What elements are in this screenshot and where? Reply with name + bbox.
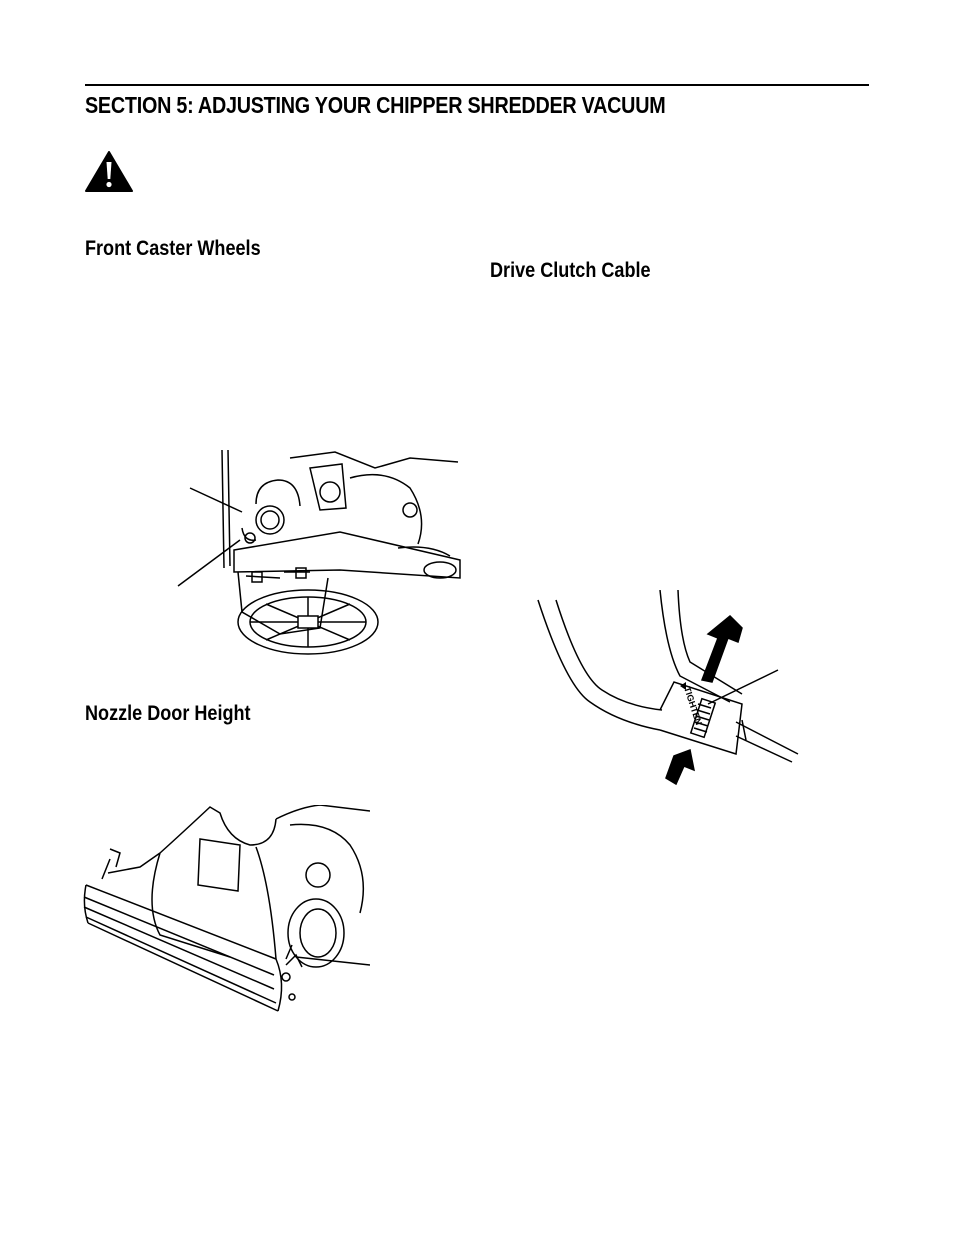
top-rule [85, 84, 869, 86]
clutch-cable-illustration: TIGHTEN [537, 590, 799, 786]
tighten-label: TIGHTEN [682, 686, 704, 727]
heading-drive-clutch-cable: Drive Clutch Cable [490, 259, 651, 282]
nozzle-door-illustration [83, 805, 370, 1012]
heading-nozzle-door-height: Nozzle Door Height [85, 702, 251, 725]
caster-wheel-illustration [177, 449, 461, 655]
section-title: SECTION 5: ADJUSTING YOUR CHIPPER SHREDD… [85, 92, 666, 118]
heading-front-caster-wheels: Front Caster Wheels [85, 237, 261, 260]
warning-triangle-icon [85, 151, 133, 192]
